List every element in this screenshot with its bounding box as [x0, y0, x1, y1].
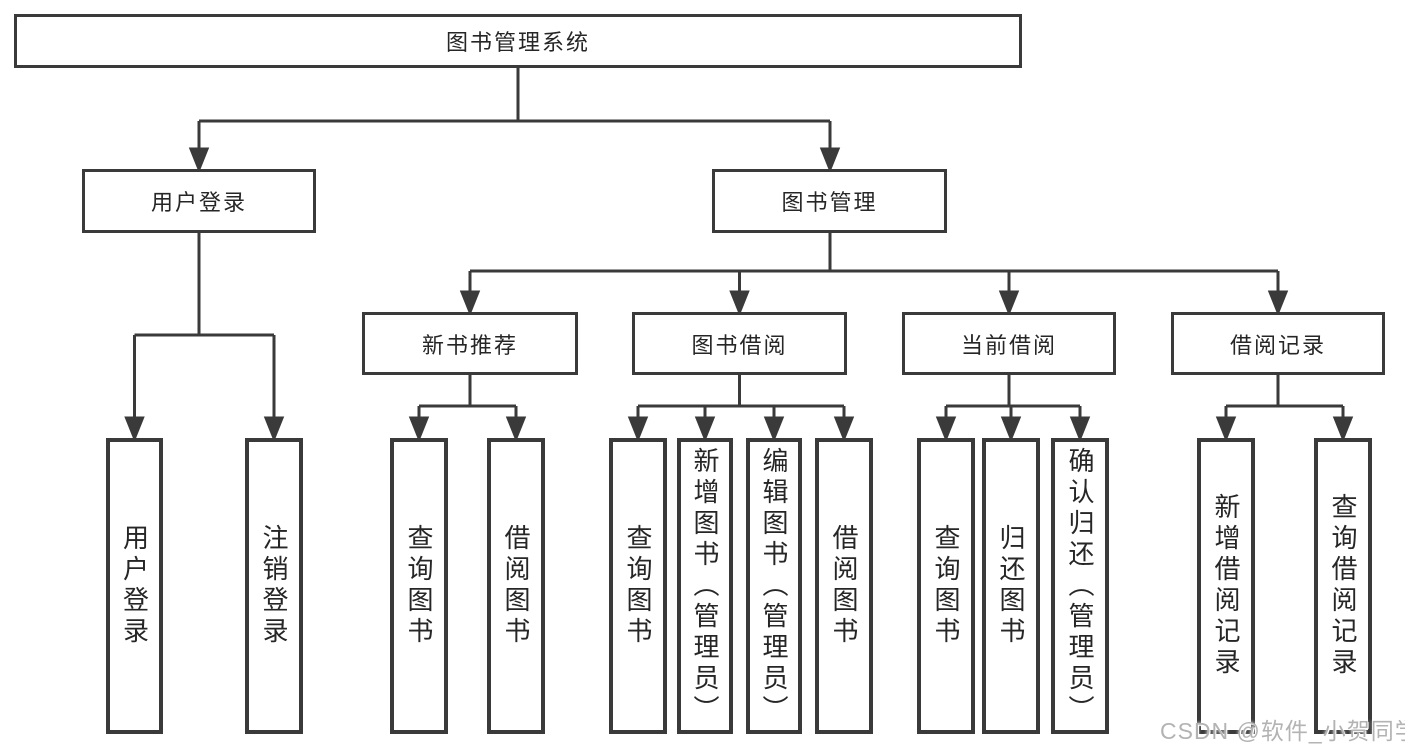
node-label: 新增图书（管理员）	[690, 446, 720, 726]
node-library-management-system: 图书管理系统	[14, 14, 1022, 68]
connector-book-management-to-level3	[459, 233, 1289, 317]
watermark: CSDN @软件_小贺同学	[1160, 718, 1405, 744]
leaf-borrow-books-borrowing: 借阅图书	[815, 438, 873, 734]
node-book-borrowing: 图书借阅	[632, 312, 847, 375]
node-label: 查询图书	[623, 524, 653, 648]
node-label: 图书借阅	[691, 332, 788, 358]
node-label: 注销登录	[259, 524, 289, 648]
leaf-user-login: 用户登录	[106, 438, 163, 734]
connector-new-book-recommendation-to-leaves	[408, 375, 527, 443]
leaf-query-books-borrowing: 查询图书	[609, 438, 667, 734]
connector-user-login-to-leaves	[124, 233, 285, 443]
node-label: 用户登录	[119, 524, 150, 648]
node-label: 用户登录	[150, 190, 247, 215]
node-book-management: 图书管理	[712, 169, 947, 233]
node-label: 查询图书	[931, 524, 961, 648]
leaf-add-books-admin: 新增图书（管理员）	[677, 438, 733, 734]
node-label: 确认归还（管理员）	[1065, 446, 1095, 726]
node-label: 新增借阅记录	[1211, 493, 1241, 679]
connector-borrowing-records-to-leaves	[1215, 375, 1354, 443]
leaf-query-borrow-record: 查询借阅记录	[1314, 438, 1372, 734]
node-label: 归还图书	[996, 524, 1026, 648]
node-label: 当前借阅	[960, 332, 1057, 358]
node-label: 查询借阅记录	[1328, 493, 1358, 679]
node-label: 图书管理系统	[445, 30, 590, 55]
node-label: 新书推荐	[421, 332, 518, 358]
node-label: 查询图书	[404, 524, 434, 648]
leaf-add-borrow-record: 新增借阅记录	[1197, 438, 1255, 734]
node-label: 编辑图书（管理员）	[759, 446, 789, 726]
node-label: 图书管理	[781, 190, 878, 215]
leaf-edit-books-admin: 编辑图书（管理员）	[746, 438, 802, 734]
node-label: 借阅图书	[829, 524, 859, 648]
node-user-login: 用户登录	[82, 169, 316, 233]
leaf-confirm-return-admin: 确认归还（管理员）	[1051, 438, 1109, 734]
node-label: 借阅图书	[501, 524, 531, 648]
node-new-book-recommendation: 新书推荐	[362, 312, 578, 375]
leaf-borrow-books-recommendation: 借阅图书	[487, 438, 545, 734]
leaf-query-books-recommendation: 查询图书	[390, 438, 448, 734]
node-current-borrowing: 当前借阅	[902, 312, 1116, 375]
leaf-logout: 注销登录	[245, 438, 303, 734]
node-borrowing-records: 借阅记录	[1171, 312, 1385, 375]
leaf-query-books-current: 查询图书	[917, 438, 975, 734]
connector-book-borrowing-to-leaves	[627, 375, 855, 443]
connector-root-to-level2	[188, 68, 841, 174]
leaf-return-books: 归还图书	[982, 438, 1040, 734]
node-label: 借阅记录	[1229, 332, 1326, 358]
connector-current-borrowing-to-leaves	[935, 375, 1091, 443]
